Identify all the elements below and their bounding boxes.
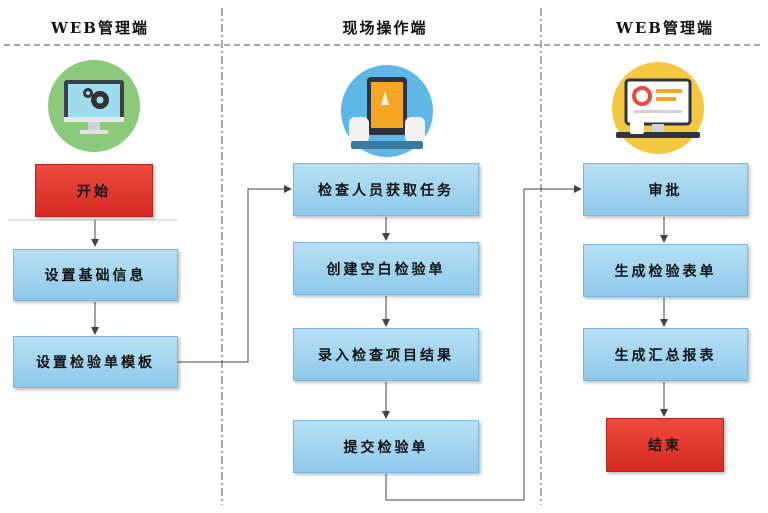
step-start: 开始 [35,164,153,217]
step-create-blank-form: 创建空白检验单 [293,242,479,295]
step-approve: 审批 [583,163,748,216]
step-setup-template: 设置检验单模板 [13,336,178,388]
step-end: 结束 [606,418,724,472]
step-generate-report: 生成汇总报表 [583,328,748,381]
arrow-submit-to-approve [385,185,582,501]
tablet-touch-icon [341,65,433,157]
step-generate-form: 生成检验表单 [583,244,748,297]
arrow-template-to-task [178,185,292,363]
step-get-task: 检查人员获取任务 [293,163,479,216]
monitor-gears-icon [48,60,140,152]
dashboard-monitor-icon [612,62,704,154]
column-title-field-operation: 现场操作端 [342,19,428,37]
step-setup-basic-info: 设置基础信息 [13,249,178,301]
step-enter-results: 录入检查项目结果 [293,328,479,381]
step-submit-form: 提交检验单 [293,420,479,473]
column-title-web-admin-right: WEB管理端 [616,19,714,37]
column-title-web-admin-left: WEB管理端 [51,19,149,37]
